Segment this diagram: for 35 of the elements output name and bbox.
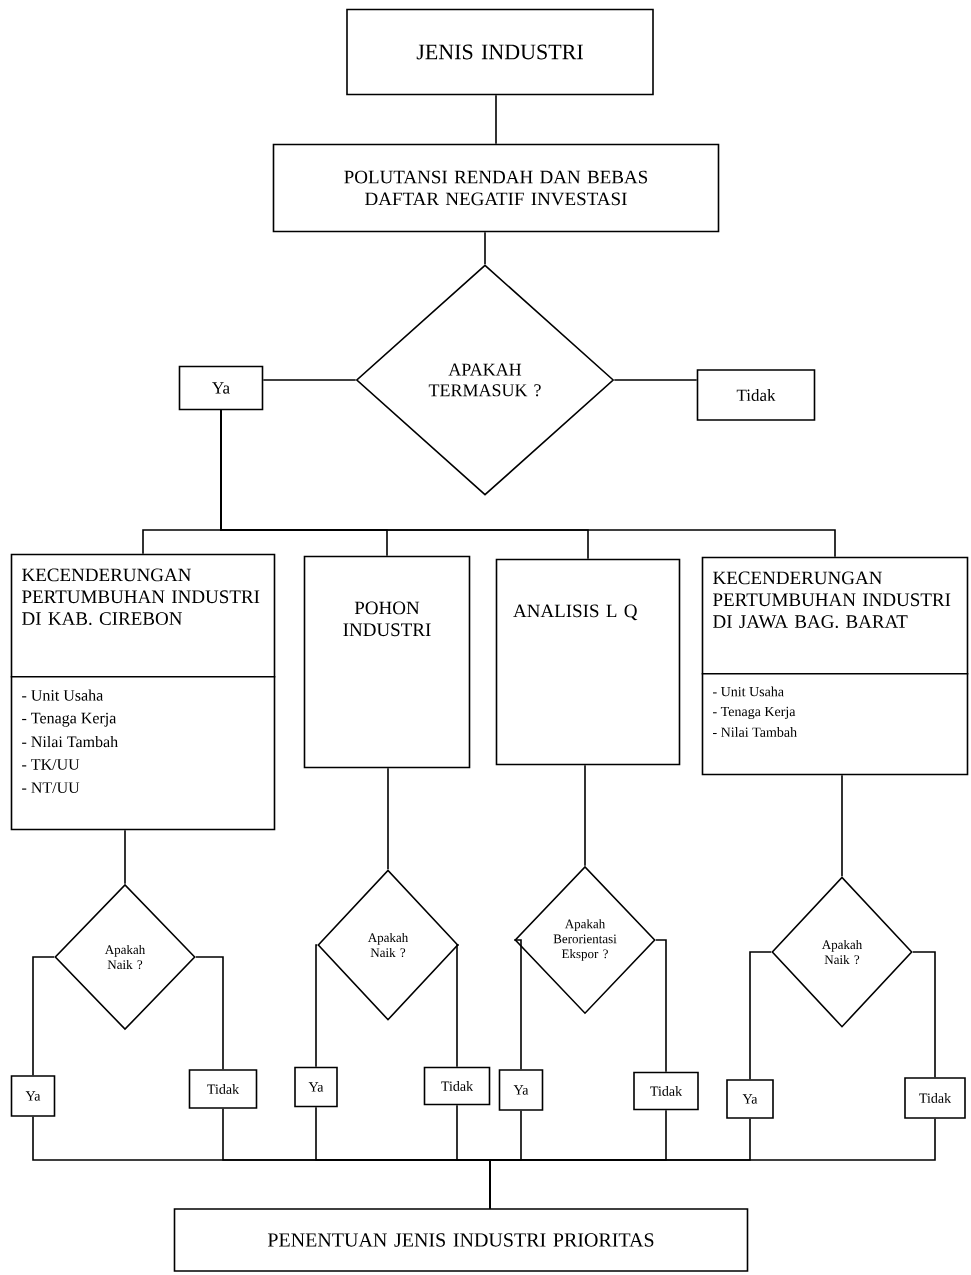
connector-line	[655, 939, 667, 1073]
answer-box: Ya	[294, 1066, 338, 1108]
connector-line	[584, 764, 586, 867]
connector-line	[387, 767, 389, 870]
answer-box: Tidak	[633, 1071, 699, 1111]
connector-line	[262, 379, 357, 381]
answer-box: Ya	[498, 1069, 544, 1111]
connector-line	[32, 956, 55, 1076]
connector-line	[489, 1118, 936, 1209]
connector-line	[495, 94, 497, 145]
answer-box: Ya	[726, 1079, 774, 1119]
process-box: POLUTANSI RENDAH DAN BEBAS DAFTAR NEGATIF INVESTASI	[272, 143, 720, 233]
answer-box: Tidak	[423, 1066, 491, 1106]
process-box: POHON INDUSTRI	[303, 555, 471, 769]
connector-line	[484, 231, 486, 265]
connector-line	[195, 956, 224, 1070]
answer-box: Ya	[178, 365, 264, 411]
connector-line	[124, 829, 126, 885]
connector-line	[513, 939, 522, 1070]
criteria-box: KECENDERUNGAN PERTUMBUHAN INDUSTRI DI KAB. CIREBON - Unit Usaha - Tenaga Kerja - Nilai Tambah - TK/UU - NT/UU	[9, 553, 277, 831]
criteria-box: KECENDERUNGAN PERTUMBUHAN INDUSTRI DI JAWA BAG. BARAT - Unit Usaha - Tenaga Kerja - Nilai Tambah	[700, 556, 970, 776]
connector-line	[749, 951, 772, 1080]
answer-box: Tidak	[188, 1069, 258, 1109]
process-box: ANALISIS L Q	[495, 558, 681, 766]
answer-box: Tidak	[904, 1077, 966, 1119]
process-box: JENIS INDUSTRI	[346, 8, 654, 96]
connector-line	[456, 944, 460, 1068]
connector-line	[841, 774, 843, 877]
answer-box: Tidak	[696, 369, 816, 421]
connector-line	[220, 409, 836, 558]
connector-line	[613, 379, 698, 381]
connector-line	[315, 944, 318, 1068]
answer-box: Ya	[10, 1075, 56, 1117]
result-box: PENENTUAN JENIS INDUSTRI PRIORITAS	[173, 1208, 749, 1272]
connector-line	[912, 951, 936, 1078]
